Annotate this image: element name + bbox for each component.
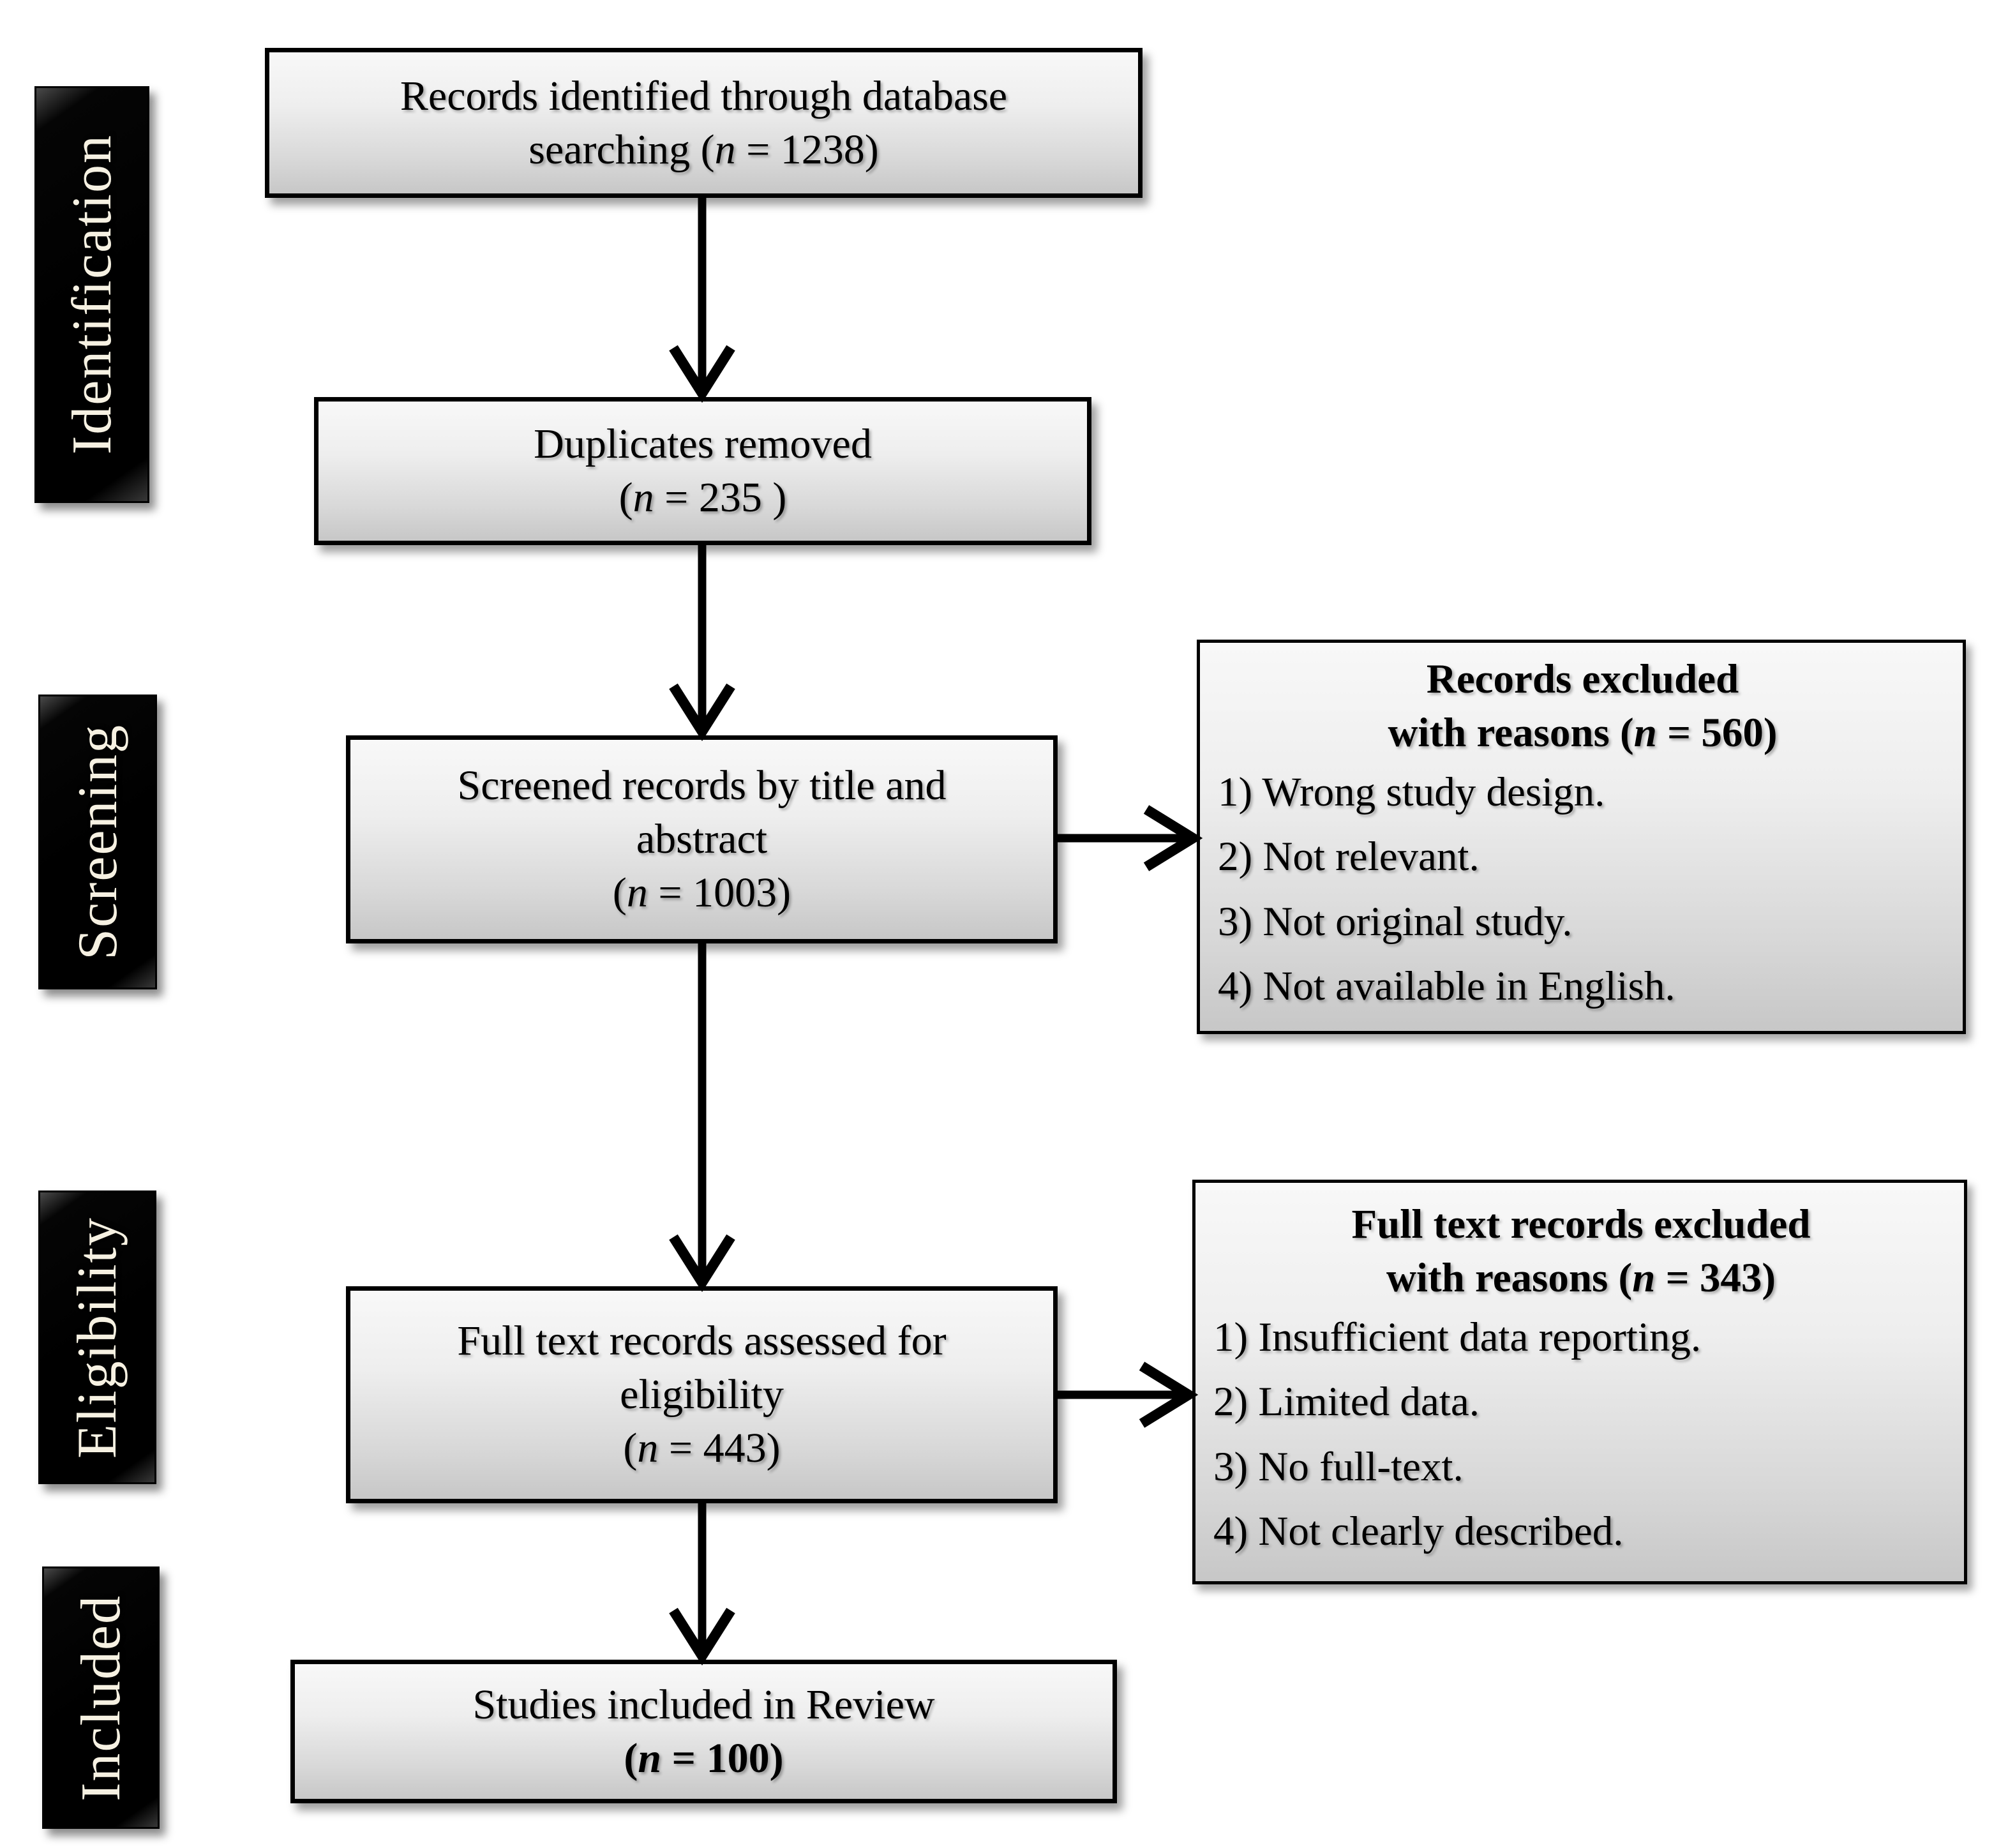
text-line: Records excluded [1218, 652, 1947, 707]
text-segment: ( [623, 1424, 638, 1471]
arrow-fulltext-to-included [669, 1503, 735, 1665]
exclusion-reason: 2) Limited data. [1213, 1379, 1480, 1425]
text-segment: Records identified through database [400, 72, 1008, 119]
exclusion-reason: 1) Insufficient data reporting. [1213, 1314, 1702, 1360]
text-line: Duplicates removed [534, 417, 872, 471]
exclusion-reason: 1) Wrong study design. [1218, 769, 1605, 815]
text-line: (n = 100) [624, 1732, 783, 1785]
text-segment: = 443) [658, 1424, 781, 1471]
text-segment: Screened records by title and [457, 762, 947, 809]
text-segment: Full text records assessed for [457, 1318, 947, 1365]
text-segment: n [638, 1734, 662, 1782]
text-line: with reasons (n = 343) [1213, 1251, 1949, 1305]
arrow-duplicates-to-screened [669, 545, 735, 741]
text-segment: searching ( [528, 126, 715, 173]
text-line: with reasons (n = 560) [1218, 706, 1947, 760]
records-excluded-list: 1) Wrong study design. 2) Not relevant. 3)… [1218, 760, 1947, 1019]
text-line: Full text records excluded [1213, 1198, 1949, 1252]
exclusion-reason: 2) Not relevant. [1218, 834, 1480, 880]
text-segment: n [1633, 710, 1657, 756]
text-segment: Full text records excluded [1351, 1201, 1811, 1247]
text-line: searching (n = 1238) [528, 123, 879, 177]
exclusion-reason: 4) Not available in English. [1218, 963, 1675, 1009]
text-segment: ( [624, 1734, 638, 1782]
text-segment: with reasons ( [1388, 710, 1634, 756]
text-line: (n = 443) [623, 1422, 780, 1475]
text-segment: n [714, 126, 736, 173]
fulltext-excluded-list: 1) Insufficient data reporting. 2) Limite… [1213, 1305, 1949, 1565]
exclusion-reason: 3) No full-text. [1213, 1443, 1464, 1490]
text-line: Screened records by title and [457, 759, 946, 813]
text-segment: ( [612, 869, 627, 916]
text-segment: = 100) [661, 1734, 784, 1782]
text-segment: = 1238) [735, 126, 879, 173]
stage-label-screening: Screening [38, 695, 157, 989]
text-line: Full text records assessed for [457, 1314, 946, 1368]
exclusion-reason: 4) Not clearly described. [1213, 1508, 1624, 1554]
box-screened-records: Screened records by title and abstract(n … [346, 735, 1058, 943]
box-studies-included: Studies included in Review(n = 100) [290, 1660, 1117, 1803]
text-segment: ( [618, 474, 633, 521]
stage-label-eligibility: Eligibility [38, 1191, 156, 1484]
text-line: abstract [636, 813, 767, 866]
text-line: (n = 1003) [613, 866, 791, 920]
box-duplicates-removed: Duplicates removed(n = 235 ) [314, 397, 1091, 545]
exclusion-reason: 3) Not original study. [1218, 898, 1573, 945]
arrow-identified-to-duplicates [669, 198, 735, 403]
arrow-screened-to-excluded [1058, 805, 1203, 871]
stage-label-included: Included [42, 1566, 160, 1829]
stage-label-identification: Identification [34, 86, 149, 503]
text-segment: with reasons ( [1386, 1255, 1633, 1302]
text-line: Records identified through database [400, 70, 1007, 123]
arrow-fulltext-to-excluded [1058, 1362, 1199, 1428]
text-segment: = 560) [1656, 710, 1778, 756]
text-segment: n [626, 869, 648, 916]
text-segment: n [633, 474, 654, 521]
text-segment: = 343) [1655, 1255, 1776, 1302]
text-segment: abstract [636, 816, 768, 863]
text-line: (n = 235 ) [619, 471, 787, 525]
text-segment: Records excluded [1426, 656, 1739, 702]
box-fulltext-assessed: Full text records assessed for eligibilit… [346, 1286, 1058, 1503]
text-segment: Studies included in Review [472, 1681, 935, 1728]
arrow-screened-to-fulltext [669, 943, 735, 1292]
text-line: Studies included in Review [472, 1678, 934, 1732]
text-segment: = 235 ) [654, 474, 787, 521]
text-segment: = 1003) [647, 869, 791, 916]
text-line: eligibility [620, 1368, 784, 1422]
text-segment: n [637, 1424, 659, 1471]
text-segment: eligibility [620, 1371, 784, 1418]
text-segment: Duplicates removed [534, 421, 872, 468]
text-segment: n [1632, 1255, 1656, 1302]
